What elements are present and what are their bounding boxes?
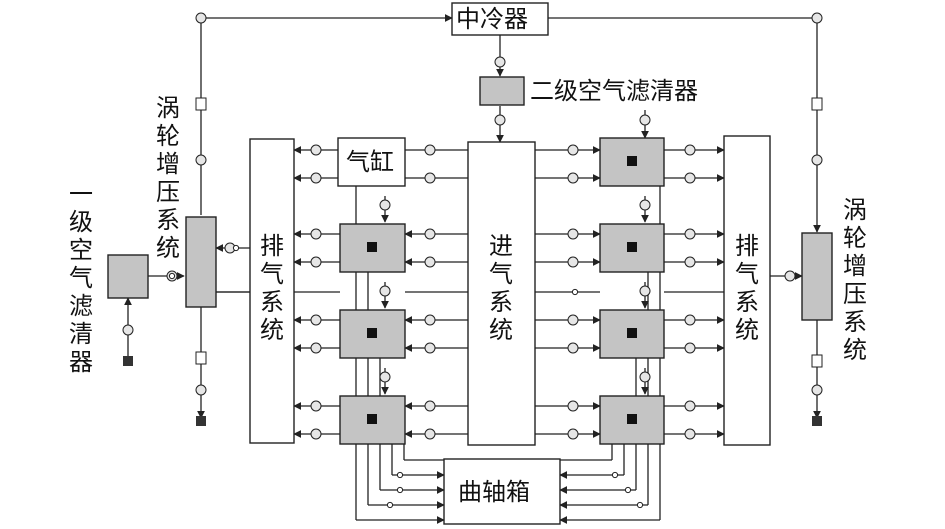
intercooler-box [451, 2, 549, 36]
flow-node [424, 428, 436, 440]
flow-node [567, 342, 579, 354]
loop-top-right [548, 17, 821, 233]
flow-node [424, 144, 436, 156]
cylinder-r2 [599, 223, 665, 273]
flow-node [784, 270, 796, 282]
secondary-filter-label: 二级空气滤清器 [530, 77, 698, 105]
flow-node [494, 56, 506, 68]
flow-node [567, 228, 579, 240]
junction-dot [571, 288, 579, 296]
turbo-left-box [185, 216, 217, 308]
secondary-filter-box [479, 76, 525, 106]
flow-node [639, 199, 651, 211]
flow-node [310, 400, 322, 412]
junction-dot [386, 501, 394, 509]
flow-node [811, 384, 823, 396]
flow-node [310, 256, 322, 268]
flow-node [310, 428, 322, 440]
intercooler-label: 中冷器 [456, 5, 528, 33]
primary-filter-label: 一 级 空 气 滤 清 器 [69, 180, 93, 376]
flow-node [684, 400, 696, 412]
junction-dot [611, 471, 619, 479]
flow-node [195, 384, 207, 396]
flow-node [567, 314, 579, 326]
flow-node [684, 144, 696, 156]
flow-node [684, 228, 696, 240]
flow-node [379, 371, 391, 383]
flow-node [567, 256, 579, 268]
flow-node [122, 324, 134, 336]
intake-label: 进 气 系 统 [489, 232, 513, 344]
turbo-fittings [123, 97, 823, 426]
flow-node [567, 400, 579, 412]
intake-box [467, 141, 536, 446]
flow-node [310, 342, 322, 354]
flow-node [424, 172, 436, 184]
exhaust-right-label: 排 气 系 统 [735, 232, 759, 344]
flow-node [639, 371, 651, 383]
cylinders [339, 137, 665, 445]
flow-node [811, 12, 823, 24]
flow-node [639, 285, 651, 297]
exhaust-left-box [249, 138, 295, 444]
junction-dot [396, 471, 404, 479]
flow-node [494, 114, 506, 126]
flow-node [684, 428, 696, 440]
flow-node [811, 154, 823, 166]
turbo-right-label: 涡 轮 增 压 系 统 [843, 196, 867, 364]
flow-node [684, 172, 696, 184]
flow-node [684, 256, 696, 268]
junction-dot [636, 501, 644, 509]
junction-dot [232, 244, 240, 252]
crankcase-label: 曲轴箱 [458, 478, 530, 506]
flow-node [379, 199, 391, 211]
flow-node [310, 172, 322, 184]
flow-node [639, 114, 651, 126]
flow-node [567, 428, 579, 440]
flow-node [424, 228, 436, 240]
flow-node [424, 342, 436, 354]
flow-node [195, 12, 207, 24]
turbo-right-box [801, 232, 833, 321]
exhaust-right-box [723, 135, 771, 446]
cylinder-label-box [337, 137, 406, 187]
flow-node [424, 256, 436, 268]
flow-node [424, 314, 436, 326]
flow-node [379, 285, 391, 297]
flow-nodes [122, 12, 823, 509]
flow-node [310, 228, 322, 240]
flow-node [684, 342, 696, 354]
cylinder-label: 气缸 [346, 148, 394, 176]
flow-node [567, 172, 579, 184]
flow-node [684, 314, 696, 326]
junction-dot [396, 486, 404, 494]
flow-node [310, 144, 322, 156]
junction-dot [168, 272, 176, 280]
junction-dot [624, 486, 632, 494]
primary-filter-box [107, 254, 149, 299]
crankcase-box [443, 458, 561, 525]
loop-top-left [200, 14, 453, 215]
turbo-left-label: 涡 轮 增 压 系 统 [156, 94, 180, 262]
flow-node [567, 144, 579, 156]
flow-node [310, 314, 322, 326]
flow-node [195, 154, 207, 166]
flow-node [424, 400, 436, 412]
exhaust-left-label: 排 气 系 统 [260, 232, 284, 344]
